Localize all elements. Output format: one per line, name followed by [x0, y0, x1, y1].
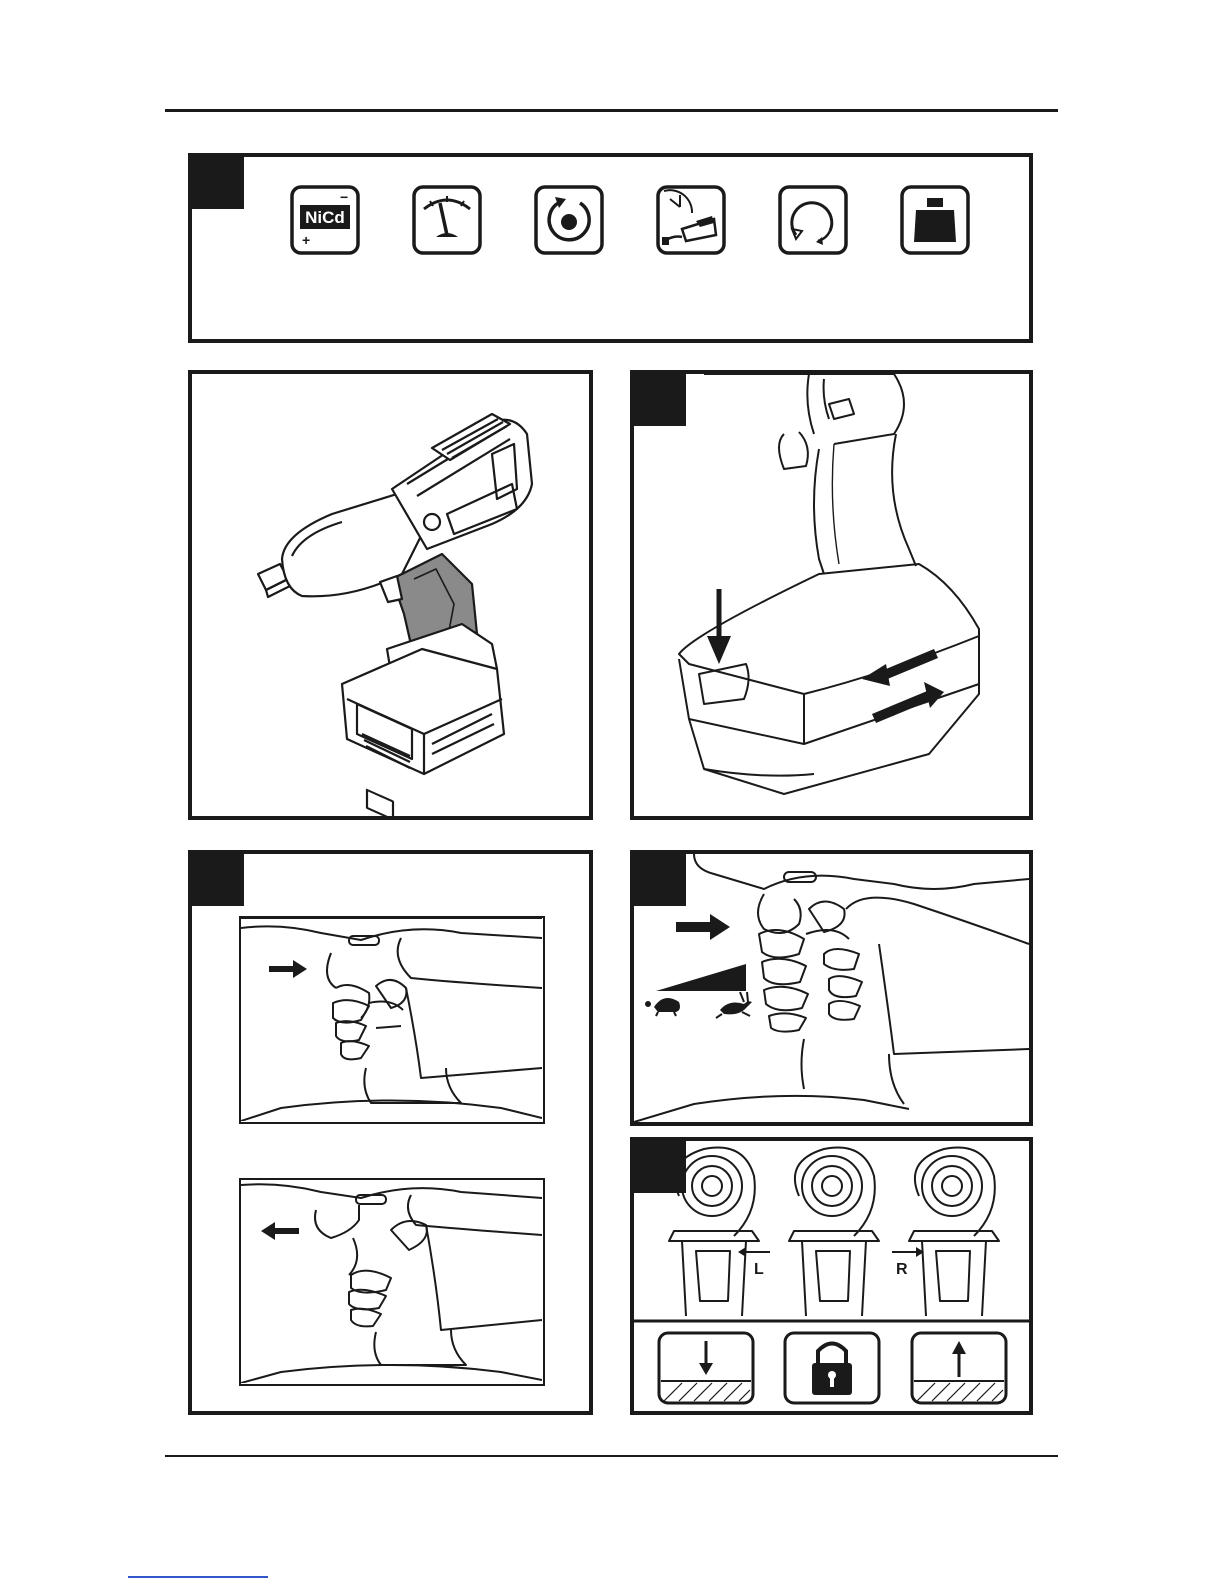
- battery-insertion-panel: [630, 370, 1033, 820]
- right-rotation-label: R: [896, 1261, 908, 1278]
- battery-release-illustration: [634, 374, 1029, 816]
- panel-number-tab: [634, 374, 686, 426]
- nicd-plus-sign: +: [302, 232, 310, 248]
- direction-switch-panel: L R: [630, 1137, 1033, 1415]
- panel-number-tab: [634, 854, 686, 906]
- hare-fast-icon: [716, 992, 752, 1018]
- rotation-speed-icon: [534, 185, 604, 255]
- turtle-slow-icon: [645, 998, 680, 1016]
- trigger-operation-panel: [188, 850, 593, 1415]
- direction-switch-illustration: L R: [634, 1141, 1029, 1411]
- symbols-panel: NiCd + −: [188, 153, 1033, 343]
- weight-icon: [900, 185, 970, 255]
- lock-icon: [785, 1333, 879, 1403]
- torque-icon: [778, 185, 848, 255]
- footer-link-underline: [128, 1576, 268, 1578]
- panel-number-tab: [192, 157, 244, 209]
- trigger-press-frame: [239, 916, 545, 1124]
- impact-wrench-illustration: [192, 374, 589, 816]
- nicd-label: NiCd: [305, 208, 345, 227]
- bottom-rule: [165, 1455, 1058, 1457]
- variable-speed-panel: [630, 850, 1033, 1126]
- gauge-icon: [412, 185, 482, 255]
- trigger-release-frame: [239, 1178, 545, 1386]
- left-rotation-label: L: [754, 1261, 764, 1278]
- direction-up-icon: [912, 1333, 1006, 1403]
- panel-number-tab: [192, 854, 244, 906]
- top-rule: [165, 109, 1058, 112]
- tool-overview-panel: [188, 370, 593, 820]
- variable-speed-illustration: [634, 854, 1029, 1122]
- nicd-minus-sign: −: [340, 189, 348, 205]
- direction-down-icon: [659, 1333, 753, 1403]
- charging-time-icon: [656, 185, 726, 255]
- panel-number-tab: [634, 1141, 686, 1193]
- nicd-battery-icon: NiCd + −: [290, 185, 360, 255]
